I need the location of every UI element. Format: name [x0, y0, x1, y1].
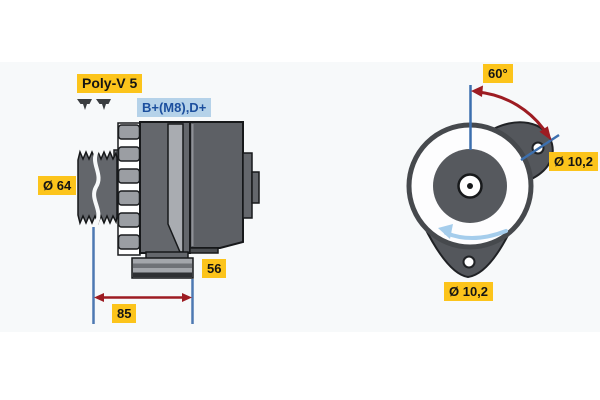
poly-v-belt-profile-icon	[96, 99, 111, 110]
angle-reference-diagonal	[520, 133, 560, 162]
alternator-front-view	[406, 85, 560, 279]
terminal-stud	[251, 171, 260, 204]
pulley-break-line	[92, 149, 101, 226]
belt-type-label: Poly-V 5	[77, 74, 143, 93]
shaft-center	[467, 183, 473, 189]
terminals-label: B+(M8),D+	[137, 98, 212, 117]
angle-arc-60	[471, 85, 552, 141]
mount-length-label: 85	[112, 304, 137, 323]
housing-rear	[189, 121, 244, 249]
belt-profile-icons	[77, 98, 117, 114]
rotation-arrow	[438, 224, 508, 240]
alternator-side-view	[77, 121, 260, 324]
housing-rear-lip	[189, 247, 219, 254]
dimension-line-85	[92, 227, 194, 324]
poly-v-belt-profile-icon	[77, 99, 92, 110]
hole-diameter-bottom-label: Ø 10,2	[444, 282, 494, 301]
mounting-hole-bottom	[462, 255, 476, 269]
mount-angle-label: 60°	[483, 64, 513, 83]
hole-diameter-right-label: Ø 10,2	[549, 152, 599, 171]
terminal-block	[242, 152, 253, 219]
pulley-diameter-label: Ø 64	[38, 176, 77, 195]
cooling-fins	[117, 122, 141, 256]
mounting-foot	[131, 257, 194, 279]
foot-width-label: 56	[202, 259, 227, 278]
